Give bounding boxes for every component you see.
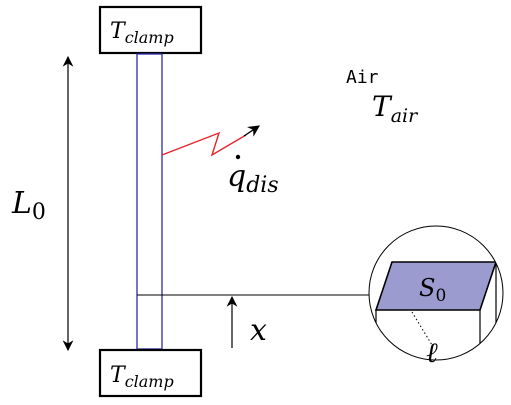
- section-symbol: S: [419, 274, 435, 302]
- perimeter-label: ℓ: [426, 336, 438, 369]
- heat-flux-symbol: q: [227, 159, 246, 194]
- clamp-top-subscript: clamp: [125, 28, 174, 47]
- heat-flux-dot: [235, 154, 241, 160]
- clamp-top-box: [98, 5, 203, 55]
- length-symbol: L: [11, 186, 32, 221]
- t-air-label: Tair: [372, 90, 419, 127]
- length-label: L0: [11, 186, 46, 225]
- section-subscript: 0: [435, 286, 446, 306]
- length-subscript: 0: [32, 200, 46, 225]
- t-air-symbol: T: [372, 90, 393, 123]
- t-air-subscript: air: [391, 105, 419, 127]
- section-label: S0: [419, 274, 446, 306]
- heat-flux-arrowhead: [243, 125, 260, 137]
- rod: [136, 53, 163, 350]
- air-label: Air: [346, 67, 379, 88]
- heat-flux-zigzag: [161, 131, 247, 157]
- heat-flux-subscript: dis: [246, 173, 278, 198]
- clamp-bottom-subscript: clamp: [125, 372, 174, 391]
- clamp-top-label: Tclamp: [110, 19, 174, 47]
- perimeter-leader: [411, 311, 433, 346]
- heat-flux-label: qdis: [227, 159, 279, 198]
- clamp-bottom-box: [98, 348, 203, 398]
- clamp-bottom-label: Tclamp: [110, 363, 174, 391]
- position-label: x: [250, 313, 267, 348]
- clamp-bottom-symbol: T: [110, 363, 127, 388]
- clamp-top-symbol: T: [110, 19, 127, 44]
